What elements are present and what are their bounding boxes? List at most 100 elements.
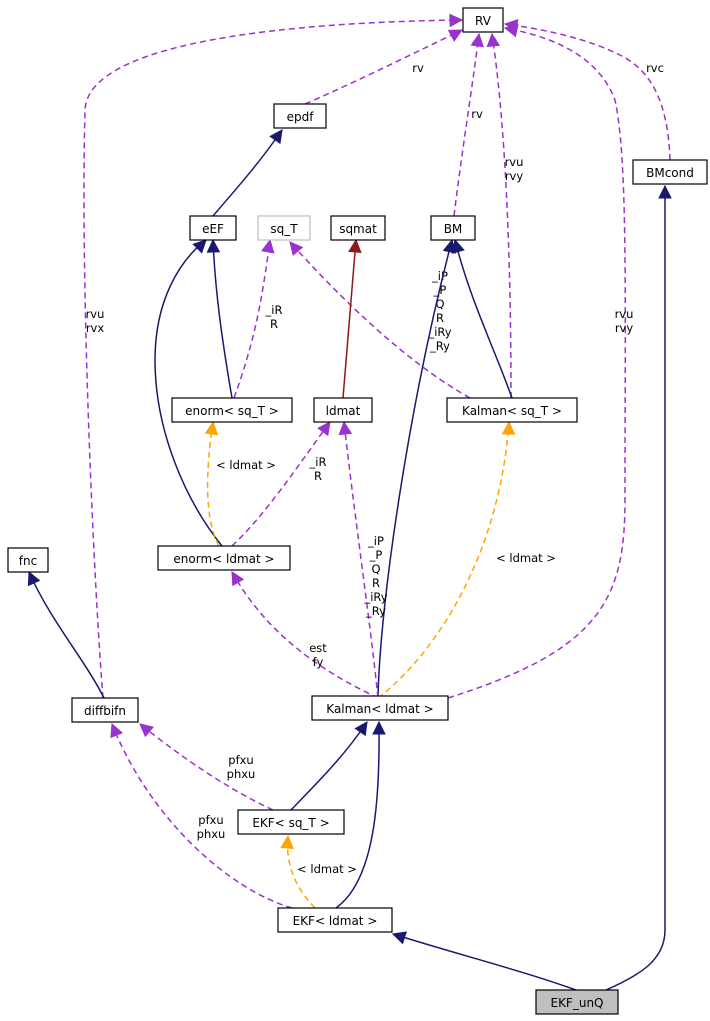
edge-label-line: R (270, 317, 278, 331)
class-node-ekf-unq[interactable]: EKF_unQ (535, 989, 619, 1015)
class-node-bmcond[interactable]: BMcond (632, 159, 708, 185)
edge-line (335, 721, 380, 909)
edge-label-line: _iP (367, 534, 384, 548)
edge-label-line: _P (369, 548, 383, 562)
edge-ekf_ldmat-to-ekf_sqT: < ldmat > (280, 834, 357, 909)
edge-label-line: phxu (227, 767, 256, 781)
class-box[interactable] (535, 989, 619, 1015)
class-node-ekf-sqt[interactable]: EKF< sq_T > (237, 809, 345, 835)
class-node-rv[interactable]: RV (462, 7, 504, 33)
class-box[interactable] (313, 397, 373, 423)
edge-label-line: rvc (646, 61, 664, 75)
class-box[interactable] (157, 545, 291, 571)
edge-line (453, 33, 480, 217)
class-label: epdf (287, 110, 315, 124)
edge-line (377, 239, 453, 699)
class-box[interactable] (189, 215, 237, 241)
arrowhead-icon (206, 238, 221, 253)
class-label: EKF< sq_T > (252, 816, 329, 830)
edge-label-line: Q (371, 562, 380, 576)
class-box[interactable] (257, 215, 311, 241)
class-node-fnc[interactable]: fnc (7, 547, 49, 573)
edge-label-line: rvu (615, 307, 634, 321)
class-box[interactable] (430, 215, 476, 241)
class-label: enorm< ldmat > (173, 552, 274, 566)
arrowhead-icon (447, 29, 463, 42)
class-label: BMcond (646, 166, 694, 180)
class-box[interactable] (171, 397, 293, 423)
arrowhead-icon (231, 571, 245, 587)
edge-line (212, 239, 233, 399)
class-box[interactable] (330, 215, 386, 241)
edge-label-line: _Ry (365, 604, 386, 618)
class-label: BM (444, 222, 463, 236)
class-node-diffbifn[interactable]: diffbifn (71, 697, 139, 723)
class-box[interactable] (311, 695, 449, 721)
edge-line (447, 27, 627, 699)
class-node-sqmat[interactable]: sqmat (330, 215, 386, 241)
class-box[interactable] (277, 907, 393, 933)
edge-label-line: _iR (265, 303, 283, 317)
edge-ekf_ldmat-to-diffbifn: pfxu phxu (110, 722, 293, 909)
class-node-bm[interactable]: BM (430, 215, 476, 241)
class-node-kalman-sqt[interactable]: Kalman< sq_T > (446, 397, 578, 423)
edge-line (605, 186, 666, 991)
edge-label-line: pfxu (198, 813, 223, 827)
edge-line (154, 239, 223, 547)
edge-label-line: rv (412, 61, 424, 75)
class-label: diffbifn (84, 704, 126, 718)
edge-label: < ldmat > (297, 862, 357, 876)
class-box[interactable] (71, 697, 139, 723)
class-box[interactable] (632, 159, 708, 185)
class-label: Kalman< sq_T > (462, 404, 562, 418)
arrowhead-icon (27, 570, 41, 587)
class-node-ldmat[interactable]: ldmat (313, 397, 373, 423)
class-node-eef[interactable]: eEF (189, 215, 237, 241)
class-node-kalman-ldmat[interactable]: Kalman< ldmat > (311, 695, 449, 721)
edge-ldmat-to-sqmat (342, 238, 362, 399)
class-node-ekf-ldmat[interactable]: EKF< ldmat > (277, 907, 393, 933)
class-box[interactable] (7, 547, 49, 573)
edge-line (491, 33, 512, 399)
class-node-epdf[interactable]: epdf (273, 103, 327, 129)
arrowhead-icon (470, 32, 485, 48)
arrowhead-icon (501, 420, 516, 435)
arrowhead-icon (372, 720, 386, 735)
edge-label-line: rvy (615, 321, 634, 335)
arrowhead-icon (289, 241, 304, 256)
edge-label-line: _iRy (427, 325, 451, 339)
arrowhead-icon (139, 723, 154, 738)
edge-kalman_ldmat-to-kalman_sqT: < ldmat > (377, 420, 556, 699)
class-label: EKF_unQ (550, 996, 603, 1010)
class-node-enorm-sqt[interactable]: enorm< sq_T > (171, 397, 293, 423)
class-node-sq-t[interactable]: sq_T (257, 215, 311, 241)
arrowhead-icon (449, 13, 464, 28)
class-box[interactable] (237, 809, 345, 835)
class-box[interactable] (462, 7, 504, 33)
arrowhead-icon (204, 420, 219, 436)
edge-label-line: rvx (86, 321, 105, 335)
arrowhead-icon (442, 238, 457, 254)
class-label: eEF (202, 222, 224, 236)
class-box[interactable] (446, 397, 578, 423)
arrowhead-icon (110, 722, 123, 739)
class-node-enorm-ldmat[interactable]: enorm< ldmat > (157, 545, 291, 571)
edge-label: < ldmat > (216, 458, 276, 472)
arrowhead-icon (348, 238, 362, 254)
arrowhead-icon (391, 931, 407, 945)
arrowhead-icon (261, 238, 275, 254)
edge-line (206, 421, 220, 547)
class-box[interactable] (273, 103, 327, 129)
